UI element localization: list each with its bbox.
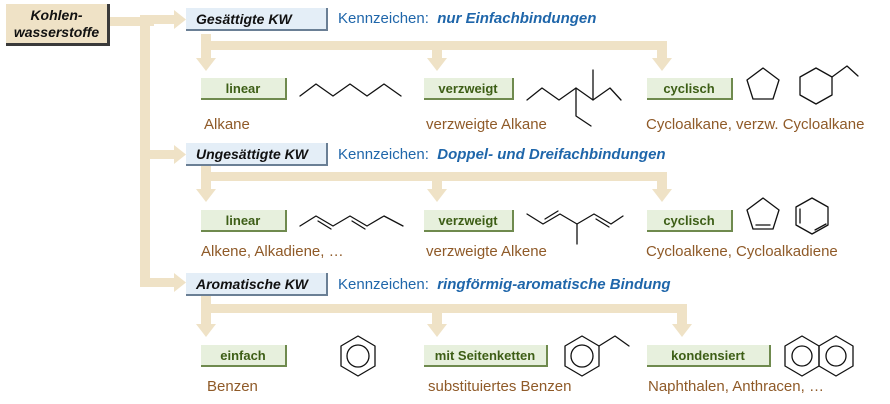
sub-label: kondensiert: [671, 347, 745, 363]
category-aromatic-label: Aromatische KW: [196, 275, 309, 292]
sub-label: einfach: [220, 347, 266, 363]
root-line-1: Kohlen-: [30, 6, 83, 23]
example-aromatic-simple: Benzen: [207, 378, 258, 395]
example-unsaturated-branched: verzweigte Alkene: [426, 243, 547, 260]
root-box: Kohlen- wasserstoffe: [6, 4, 110, 46]
example-aromatic-condensed: Naphthalen, Anthracen, …: [648, 378, 824, 395]
naphthalene-structure: [784, 335, 854, 377]
sub-aromatic-condensed: kondensiert: [647, 345, 771, 367]
category-saturated: Gesättigte KW: [186, 8, 328, 31]
sub-aromatic-simple: einfach: [201, 345, 287, 367]
sub-saturated-branched: verzweigt: [424, 78, 514, 100]
sub-unsaturated-branched: verzweigt: [424, 210, 514, 232]
benzene-structure: [340, 335, 376, 377]
feature-aromatic: Kennzeichen: ringförmig-aromatische Bind…: [338, 276, 671, 293]
sub-label: cyclisch: [663, 212, 715, 228]
sub-label: linear: [225, 80, 261, 96]
sub-unsaturated-cyclic: cyclisch: [647, 210, 733, 232]
sub-aromatic-sidechain: mit Seitenketten: [424, 345, 548, 367]
sub-saturated-linear: linear: [201, 78, 287, 100]
sub-label: linear: [225, 212, 261, 228]
feature-value: Doppel- und Dreifachbindungen: [437, 146, 666, 163]
feature-prefix: Kennzeichen:: [338, 276, 429, 293]
hexane-structure: [299, 83, 402, 97]
sub-label: cyclisch: [663, 80, 715, 96]
category-unsaturated: Ungesättigte KW: [186, 143, 328, 166]
feature-value: ringförmig-aromatische Bindung: [437, 276, 671, 293]
example-aromatic-sidechain: substituiertes Benzen: [428, 378, 572, 395]
hexadiene-structure: [299, 215, 404, 230]
feature-prefix: Kennzeichen:: [338, 10, 429, 27]
category-unsaturated-label: Ungesättigte KW: [196, 145, 308, 162]
sub-label: mit Seitenketten: [434, 347, 536, 363]
branched-alkene-structure: [526, 210, 624, 245]
sub-label: verzweigt: [438, 212, 498, 228]
feature-unsaturated: Kennzeichen: Doppel- und Dreifachbindung…: [338, 146, 666, 163]
feature-prefix: Kennzeichen:: [338, 146, 429, 163]
cycloalkane-structures: [746, 65, 859, 105]
example-unsaturated-linear: Alkene, Alkadiene, …: [201, 243, 344, 260]
sub-label: verzweigt: [438, 80, 498, 96]
branched-alkane-structure: [526, 69, 622, 127]
root-line-2: wasserstoffe: [13, 23, 100, 40]
example-saturated-linear: Alkane: [204, 116, 250, 133]
feature-value: nur Einfachbindungen: [437, 10, 597, 27]
feature-saturated: Kennzeichen: nur Einfachbindungen: [338, 10, 596, 27]
category-aromatic: Aromatische KW: [186, 273, 328, 296]
sub-unsaturated-linear: linear: [201, 210, 287, 232]
example-saturated-branched: verzweigte Alkane: [426, 116, 547, 133]
ethylbenzene-structure: [564, 335, 630, 377]
cycloalkene-structures: [746, 197, 829, 235]
category-saturated-label: Gesättigte KW: [196, 10, 292, 27]
example-unsaturated-cyclic: Cycloalkene, Cycloalkadiene: [646, 243, 838, 260]
example-saturated-cyclic: Cycloalkane, verzw. Cycloalkane: [646, 116, 865, 133]
sub-saturated-cyclic: cyclisch: [647, 78, 733, 100]
